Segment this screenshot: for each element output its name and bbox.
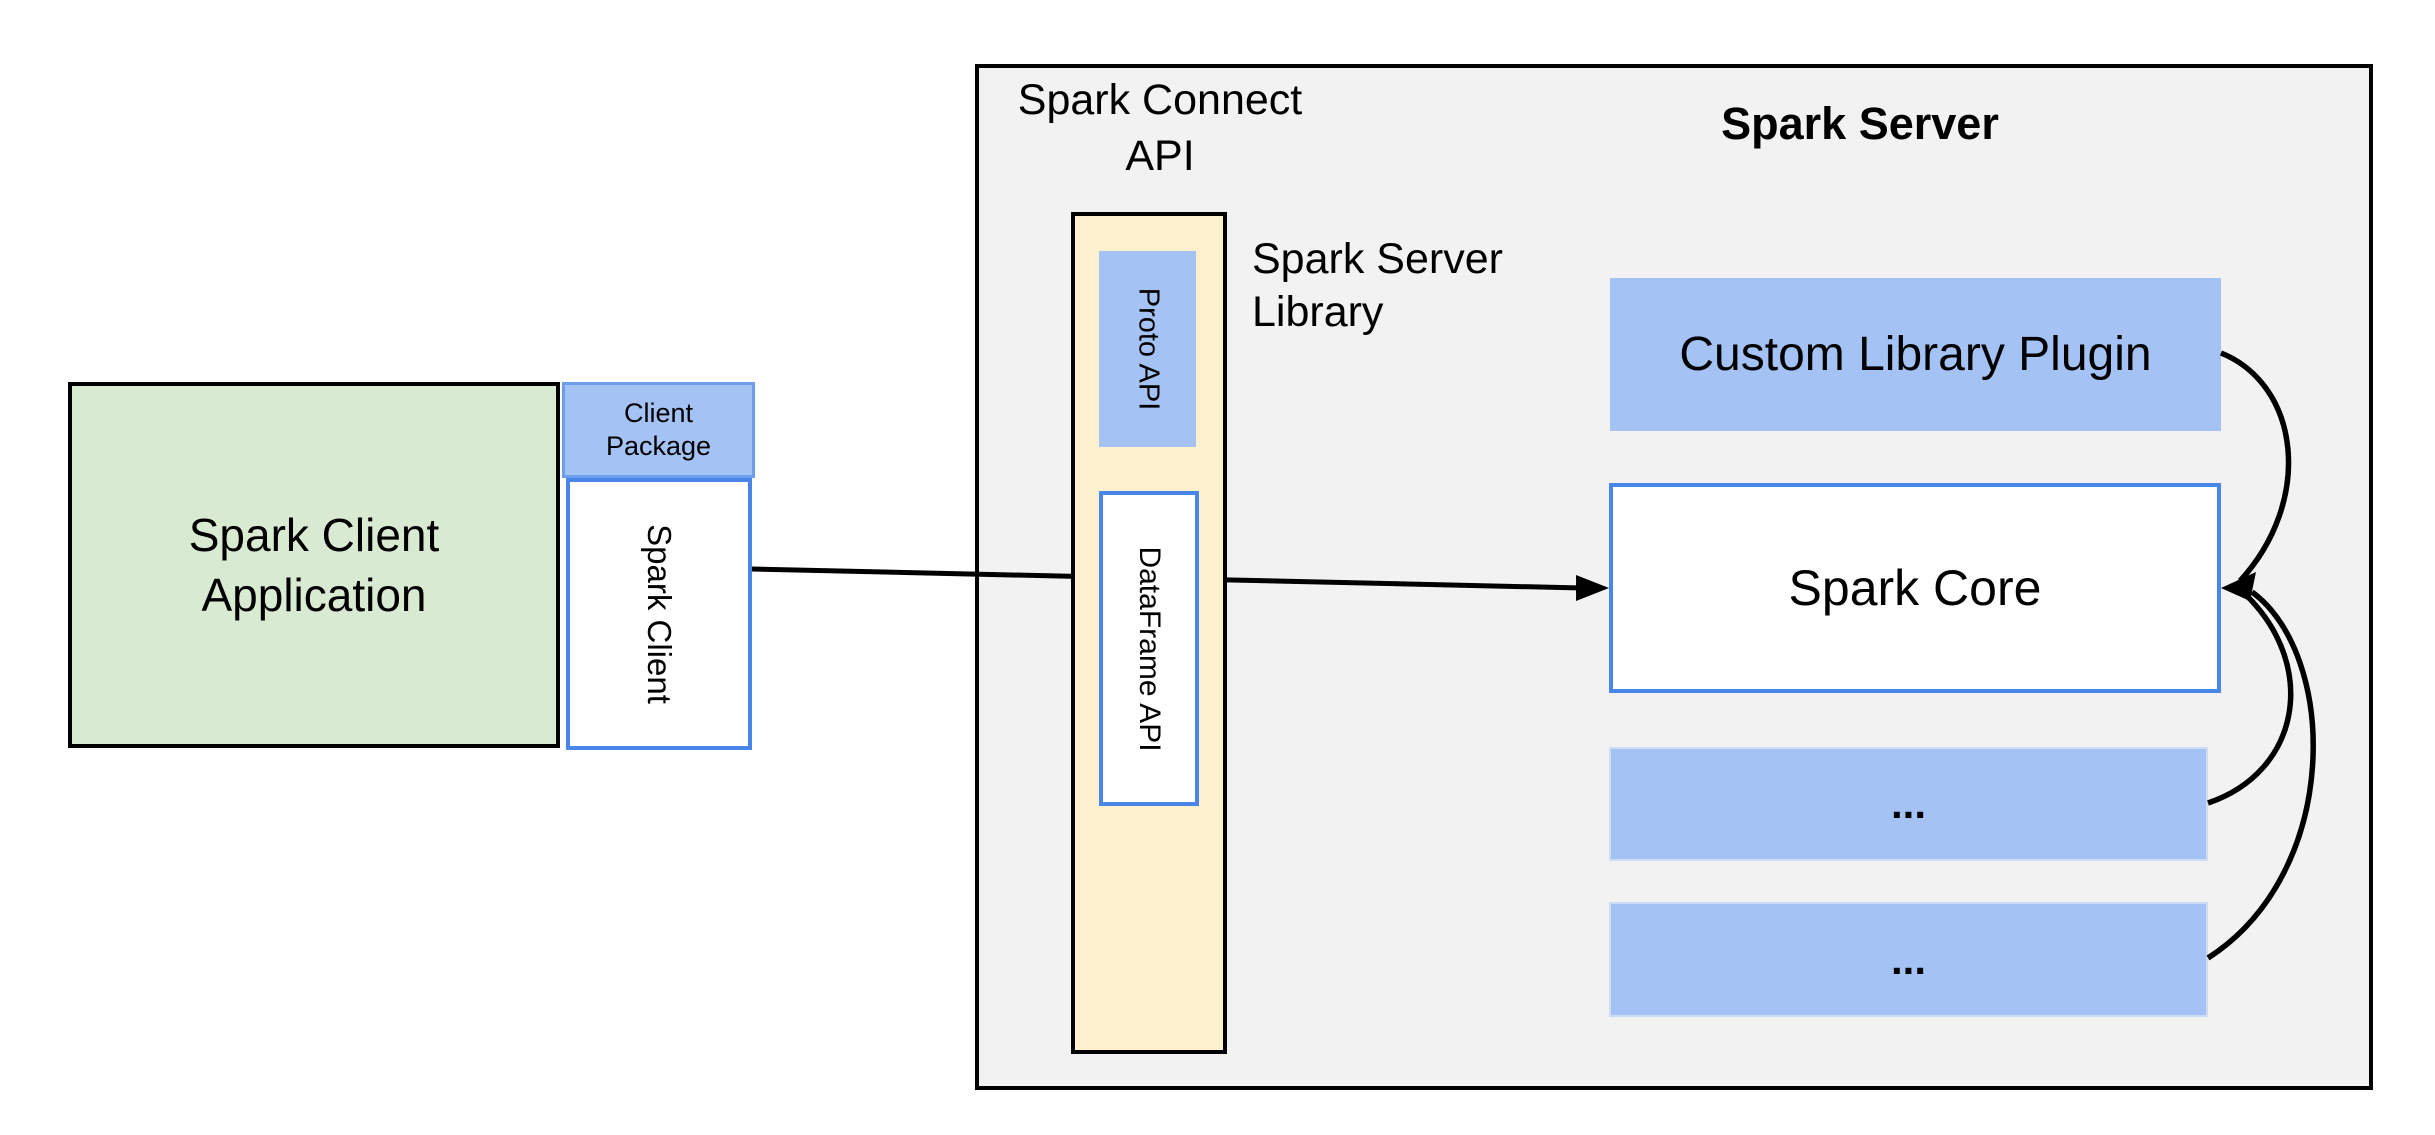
- spark-connect-api-label: Spark Connect API: [1017, 76, 1303, 180]
- client-to-core-arrowhead-icon: [1576, 575, 1609, 601]
- plugin-placeholder-label-2: ...: [1890, 935, 1926, 983]
- spark-core-label: Spark Core: [1788, 560, 2042, 616]
- spark-client-box: Spark Client: [566, 478, 752, 750]
- proto-api-box: Proto API: [1099, 251, 1196, 447]
- spark-server-title: Spark Server: [1721, 98, 1999, 149]
- dataframe-api-box: DataFrame API: [1099, 491, 1199, 806]
- client-package-label: Client Package: [605, 398, 712, 461]
- custom-library-plugin-label: Custom Library Plugin: [1679, 328, 2152, 381]
- spark-server-library-label: Spark Server Library: [1252, 235, 1503, 336]
- custom-library-plugin-box: Custom Library Plugin: [1610, 278, 2221, 431]
- plugin-placeholder-box-1: ...: [1609, 747, 2208, 861]
- plugin-placeholder-label-1: ...: [1890, 780, 1926, 827]
- spark-core-box: Spark Core: [1609, 483, 2221, 693]
- proto-api-label: Proto API: [1132, 287, 1164, 411]
- client-package-box: Client Package: [562, 382, 755, 478]
- spark-client-application-label: Spark Client Application: [188, 509, 440, 621]
- plugin-placeholder-box-2: ...: [1609, 902, 2208, 1017]
- spark-client-label: Spark Client: [641, 524, 678, 704]
- spark-client-application-box: Spark Client Application: [68, 382, 560, 748]
- dataframe-api-label: DataFrame API: [1133, 545, 1166, 752]
